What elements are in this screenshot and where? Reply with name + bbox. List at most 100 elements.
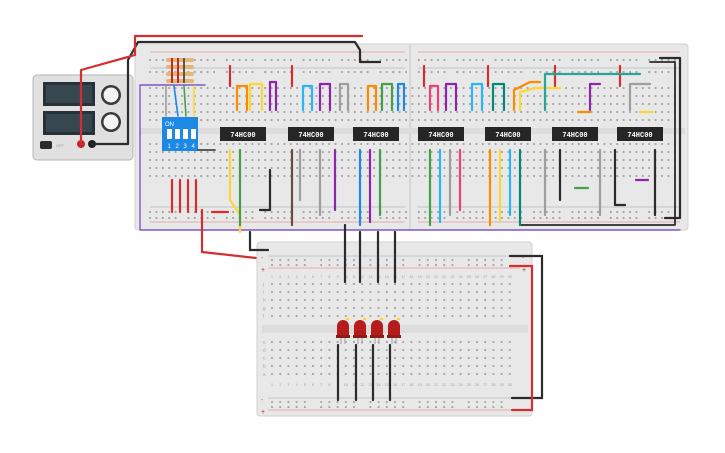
column-number: 18 <box>409 275 413 279</box>
column-number: 11 <box>352 383 356 387</box>
column-number: 26 <box>475 275 479 279</box>
dip-switch[interactable]: ON 1 2 3 4 <box>162 117 198 151</box>
dip-toggle-1[interactable] <box>167 129 172 139</box>
column-number: 27 <box>483 383 487 387</box>
column-number: 5 <box>304 383 306 387</box>
column-number: 29 <box>500 383 504 387</box>
power-supply: OFF <box>32 74 134 161</box>
row-letter: g <box>263 306 266 311</box>
chip-row: 74HC00 74HC00 74HC00 74HC00 74HC00 74HC0… <box>220 127 663 141</box>
chip-3[interactable]: 74HC00 <box>353 127 399 141</box>
rail-plus-top-right: + <box>522 267 526 274</box>
column-number: 14 <box>377 383 381 387</box>
column-number: 4 <box>296 275 298 279</box>
row-letter: j <box>262 282 264 287</box>
column-number: 2 <box>279 383 281 387</box>
dip-pos-1: 1 <box>168 144 172 150</box>
main-breadboard-holes <box>149 59 676 219</box>
column-number: 3 <box>287 275 289 279</box>
resistor-array <box>166 58 194 83</box>
column-number: 24 <box>459 383 463 387</box>
row-letter: h <box>263 298 266 303</box>
dip-pos-4: 4 <box>192 144 196 150</box>
column-number: 17 <box>401 383 405 387</box>
chip-2[interactable]: 74HC00 <box>288 127 334 141</box>
column-number: 12 <box>360 275 364 279</box>
column-number: 21 <box>434 383 438 387</box>
column-number: 5 <box>304 275 306 279</box>
column-number: 30 <box>508 383 512 387</box>
row-letter: d <box>263 348 266 353</box>
column-number: 30 <box>508 275 512 279</box>
column-number: 13 <box>368 383 372 387</box>
column-number: 8 <box>328 275 330 279</box>
column-number: 16 <box>393 383 397 387</box>
column-number: 3 <box>287 383 289 387</box>
column-number: 21 <box>434 275 438 279</box>
dip-switch-on-label: ON <box>165 122 174 128</box>
chip-4[interactable]: 74HC00 <box>418 127 464 141</box>
power-toggle[interactable] <box>40 141 52 149</box>
led-1[interactable] <box>336 318 350 344</box>
column-number: 7 <box>320 275 322 279</box>
chip-6[interactable]: 74HC00 <box>552 127 598 141</box>
column-number: 1 <box>271 383 273 387</box>
column-number: 1 <box>271 275 273 279</box>
column-number: 15 <box>385 383 389 387</box>
column-number: 15 <box>385 275 389 279</box>
chip-5[interactable]: 74HC00 <box>485 127 531 141</box>
led-2[interactable] <box>353 318 367 344</box>
chip-7-label: 74HC00 <box>627 132 652 140</box>
column-number: 8 <box>328 383 330 387</box>
column-number: 25 <box>467 275 471 279</box>
column-number: 19 <box>418 275 422 279</box>
column-number: 22 <box>442 275 446 279</box>
led-3[interactable] <box>370 318 384 344</box>
row-letter: b <box>263 364 266 369</box>
column-number: 20 <box>426 275 430 279</box>
column-number: 6 <box>312 383 314 387</box>
led-4[interactable] <box>387 318 401 344</box>
row-letter: e <box>263 340 266 345</box>
dip-toggle-2[interactable] <box>175 129 180 139</box>
lower-wires <box>248 223 544 412</box>
row-letter: f <box>263 314 265 319</box>
row-letter: i <box>263 290 264 295</box>
dip-pos-3: 3 <box>184 144 188 150</box>
rail-minus-top-right: - <box>522 255 525 262</box>
column-number: 13 <box>368 275 372 279</box>
column-number: 18 <box>409 383 413 387</box>
dip-toggle-3[interactable] <box>183 129 188 139</box>
column-number: 10 <box>344 383 348 387</box>
column-number: 9 <box>337 275 339 279</box>
chip-2-label: 74HC00 <box>298 132 323 140</box>
chip-5-label: 74HC00 <box>495 132 520 140</box>
column-number: 26 <box>475 383 479 387</box>
column-number: 28 <box>491 383 495 387</box>
rail-plus-top: + <box>261 267 265 274</box>
chip-4-label: 74HC00 <box>428 132 453 140</box>
chip-7[interactable]: 74HC00 <box>617 127 663 141</box>
chip-1[interactable]: 74HC00 <box>220 127 266 141</box>
dip-toggle-4[interactable] <box>191 129 196 139</box>
rail-plus-bottom: + <box>261 409 265 416</box>
power-toggle-label: OFF <box>56 143 65 148</box>
column-number: 25 <box>467 383 471 387</box>
column-number: 24 <box>459 275 463 279</box>
chip-6-label: 74HC00 <box>562 132 587 140</box>
column-number: 11 <box>352 275 356 279</box>
row-letter: a <box>263 372 266 377</box>
column-number: 27 <box>483 275 487 279</box>
column-number: 19 <box>418 383 422 387</box>
column-number: 6 <box>312 275 314 279</box>
column-number: 23 <box>450 383 454 387</box>
dip-pos-2: 2 <box>176 144 180 150</box>
column-number: 4 <box>296 383 298 387</box>
chip-3-label: 74HC00 <box>363 132 388 140</box>
chip-1-label: 74HC00 <box>230 132 255 140</box>
column-number: 2 <box>279 275 281 279</box>
